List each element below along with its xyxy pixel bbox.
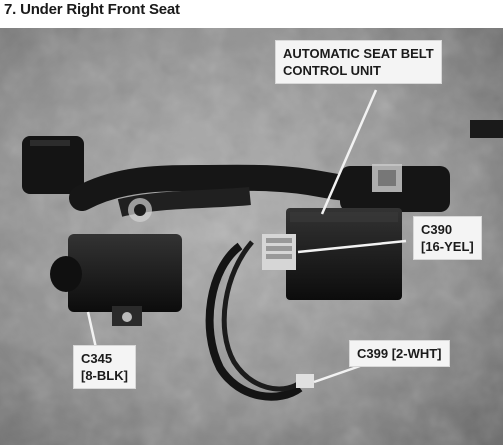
- callout-control-unit: AUTOMATIC SEAT BELT CONTROL UNIT: [275, 40, 442, 84]
- callout-c399-line1: C399 [2-WHT]: [357, 346, 442, 361]
- left-connector: [22, 136, 84, 194]
- c390-leader: [297, 239, 407, 254]
- callout-c345-line1: C345: [81, 351, 113, 366]
- callout-c345: C345 [8-BLK]: [73, 345, 136, 389]
- callout-c399: C399 [2-WHT]: [349, 340, 450, 367]
- control-unit-leader: [320, 89, 378, 215]
- callout-control-unit-line2: CONTROL UNIT: [283, 63, 381, 78]
- callout-c390-line2: [16-YEL]: [421, 239, 474, 254]
- c345-connector: [68, 234, 182, 312]
- callout-c345-line2: [8-BLK]: [81, 368, 128, 383]
- c399-leader: [313, 364, 361, 384]
- c399-wire: [205, 242, 303, 401]
- callout-control-unit-line1: AUTOMATIC SEAT BELT: [283, 46, 434, 61]
- control-unit-box: [286, 208, 402, 300]
- callout-c390: C390 [16-YEL]: [413, 216, 482, 260]
- c399-connector: [296, 374, 314, 388]
- callout-c390-line1: C390: [421, 222, 453, 237]
- page-title: 7. Under Right Front Seat: [4, 1, 180, 18]
- c345-leader: [86, 311, 98, 349]
